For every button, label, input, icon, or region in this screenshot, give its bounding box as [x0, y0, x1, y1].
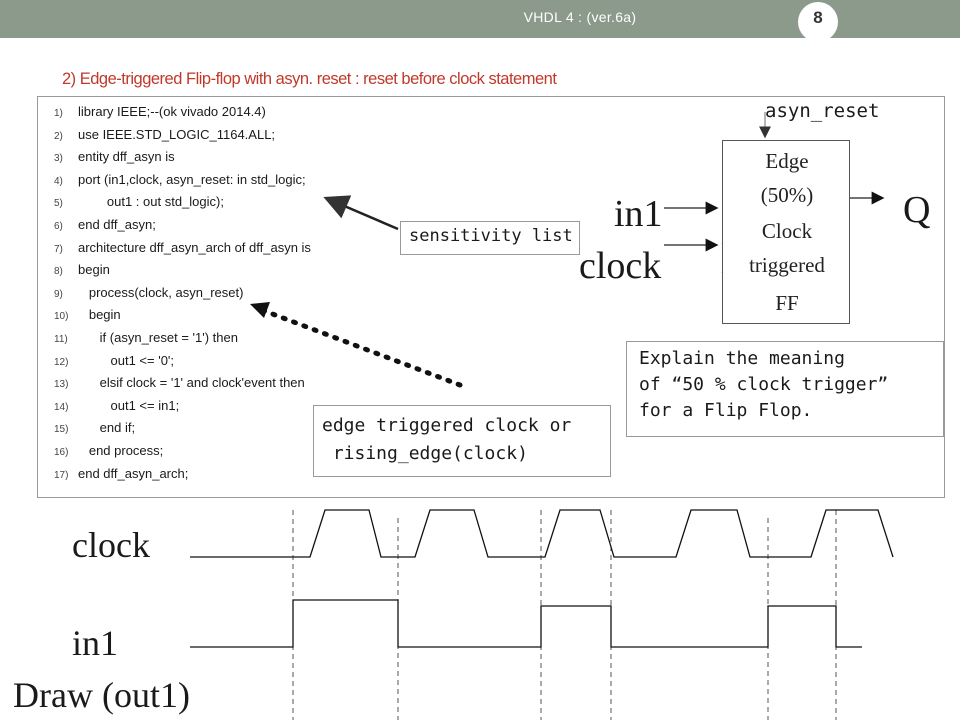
code-listing: 1) library IEEE;--(ok vivado 2014.4) 2) us… — [54, 101, 394, 485]
code-line: 9) process(clock, asyn_reset) — [54, 282, 394, 305]
header-title: VHDL 4 : (ver.6a) — [523, 9, 637, 25]
slide-number-badge — [798, 2, 838, 42]
code-line: 10) begin — [54, 304, 394, 327]
code-text: if (asyn_reset = '1') then — [78, 329, 238, 345]
explain-line: Explain the meaning — [639, 348, 845, 369]
edge-trigger-callout: edge triggered clock or rising_edge(cloc… — [313, 405, 611, 477]
line-number: 2) — [54, 130, 63, 142]
line-number: 6) — [54, 220, 63, 232]
code-text: end dff_asyn_arch; — [78, 465, 189, 481]
code-text: elsif clock = '1' and clock'event then — [78, 375, 305, 391]
sensitivity-list-callout: sensitivity list — [400, 221, 580, 255]
code-text: out1 <= in1; — [78, 397, 180, 413]
code-line: 15) end if; — [54, 417, 394, 440]
code-line: 11) if (asyn_reset = '1') then — [54, 327, 394, 350]
code-text: architecture dff_asyn_arch of dff_asyn i… — [78, 239, 311, 255]
in1-input-label: in1 — [614, 193, 663, 235]
line-number: 3) — [54, 153, 63, 165]
code-text: port (in1,clock, asyn_reset: in std_logi… — [78, 171, 306, 187]
code-line: 12) out1 <= '0'; — [54, 350, 394, 373]
line-number: 9) — [54, 288, 63, 300]
code-line: 8) begin — [54, 259, 394, 282]
in1-waveform — [190, 599, 862, 648]
code-line: 5) out1 : out std_logic); — [54, 191, 394, 214]
explain-line: of “50 % clock trigger” — [639, 374, 889, 395]
code-line: 4) port (in1,clock, asyn_reset: in std_lo… — [54, 169, 394, 192]
line-number: 13) — [54, 379, 69, 391]
code-text: out1 : out std_logic); — [78, 194, 224, 210]
line-number: 10) — [54, 311, 69, 323]
line-number: 7) — [54, 243, 63, 255]
code-text: end process; — [78, 442, 164, 458]
code-text: end dff_asyn; — [78, 216, 156, 232]
sensitivity-list-text: sensitivity list — [409, 226, 573, 246]
line-number: 14) — [54, 401, 69, 413]
line-number: 5) — [54, 198, 63, 210]
code-line: 6) end dff_asyn; — [54, 214, 394, 237]
code-line: 2) use IEEE.STD_LOGIC_1164.ALL; — [54, 124, 394, 147]
code-line: 13) elsif clock = '1' and clock'event th… — [54, 372, 394, 395]
code-line: 7) architecture dff_asyn_arch of dff_asyn… — [54, 237, 394, 260]
code-text: out1 <= '0'; — [78, 352, 175, 368]
edge-callout-line: edge triggered clock or — [322, 415, 572, 436]
timing-out1-label: Draw (out1) — [13, 675, 190, 715]
code-text: begin — [78, 262, 110, 278]
ff-label-line: FF — [775, 291, 799, 315]
q-output-label: Q — [903, 189, 931, 231]
code-text: begin — [78, 307, 121, 323]
ff-label-line: (50%) — [760, 183, 814, 207]
line-number: 8) — [54, 266, 63, 278]
code-line: 14) out1 <= in1; — [54, 395, 394, 418]
code-text: use IEEE.STD_LOGIC_1164.ALL; — [78, 126, 276, 142]
edge-arrow-head — [250, 302, 270, 318]
explain-question-callout: Explain the meaning of “50 % clock trigg… — [626, 341, 944, 437]
slide-number: 8 — [813, 8, 823, 27]
code-line: 16) end process; — [54, 440, 394, 463]
flip-flop-block: Edge (50%) Clock triggered FF — [722, 140, 850, 324]
line-number: 11) — [54, 333, 68, 345]
code-panel — [37, 96, 945, 498]
line-number: 4) — [54, 175, 63, 187]
asyn-reset-label: asyn_reset — [765, 100, 880, 122]
code-text: library IEEE;--(ok vivado 2014.4) — [78, 104, 266, 119]
slide-heading: 2) Edge-triggered Flip-flop with asyn. r… — [62, 70, 557, 88]
line-number: 17) — [54, 469, 69, 481]
line-number: 12) — [54, 356, 69, 368]
ff-label-line: triggered — [749, 253, 825, 277]
code-text: entity dff_asyn is — [78, 149, 175, 165]
code-line: 3) entity dff_asyn is — [54, 146, 394, 169]
line-number: 15) — [54, 424, 69, 436]
code-text: end if; — [78, 420, 136, 436]
edge-dotted-arrow — [259, 307, 463, 388]
code-line: 17) end dff_asyn_arch; — [54, 463, 394, 486]
explain-line: for a Flip Flop. — [639, 400, 813, 421]
sensitivity-arrow — [323, 195, 399, 231]
code-text: process(clock, asyn_reset) — [78, 284, 244, 300]
clock-input-label: clock — [579, 245, 662, 287]
ff-label-line: Edge — [765, 149, 809, 173]
timing-guides — [292, 510, 837, 720]
edge-callout-line: rising_edge(clock) — [322, 443, 528, 464]
ff-label-line: Clock — [761, 219, 813, 243]
line-number: 16) — [54, 446, 69, 458]
line-number: 1) — [54, 108, 63, 119]
timing-clock-label: clock — [72, 525, 150, 565]
code-line: 1) library IEEE;--(ok vivado 2014.4) — [54, 101, 394, 124]
clock-waveform — [190, 509, 894, 558]
timing-in1-label: in1 — [72, 623, 119, 663]
